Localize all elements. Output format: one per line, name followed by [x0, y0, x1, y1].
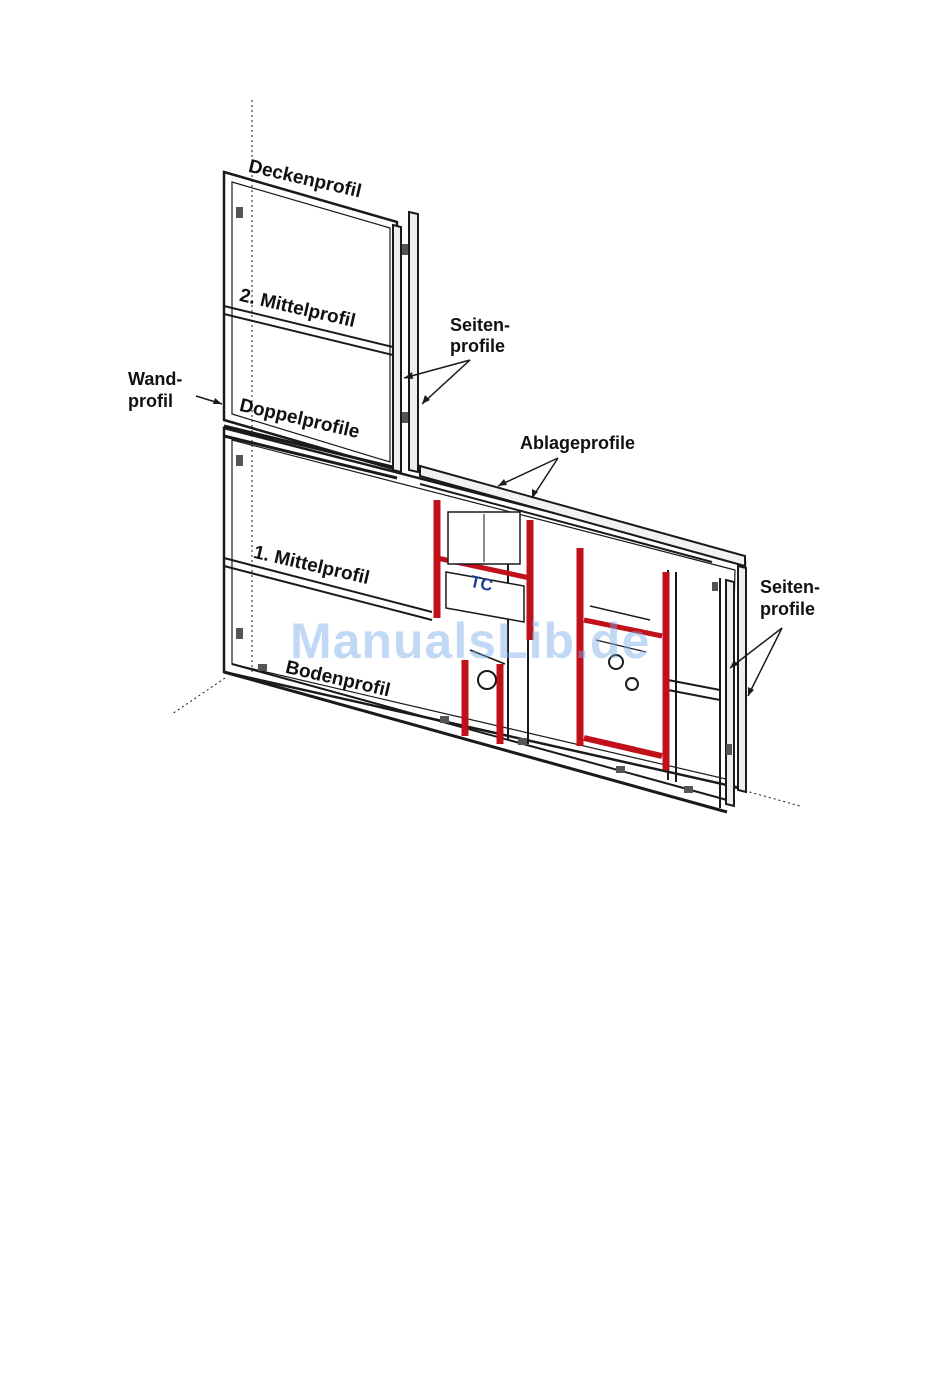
frame-clips — [236, 207, 732, 793]
label-wandprofil-line2: profil — [128, 392, 173, 410]
label-wandprofil-line1: Wand- — [128, 370, 182, 388]
watermark: ManualsLib.de — [290, 612, 650, 670]
reference-line-floor-left — [172, 678, 225, 714]
label-seitenprofile-right-line1: Seiten- — [760, 578, 820, 596]
label-seitenprofile-top-line2: profile — [450, 337, 505, 355]
label-seitenprofile-top-line1: Seiten- — [450, 316, 510, 334]
right-side-profiles — [726, 566, 746, 806]
label-ablageprofile: Ablageprofile — [520, 434, 635, 452]
label-seitenprofile-right-line2: profile — [760, 600, 815, 618]
